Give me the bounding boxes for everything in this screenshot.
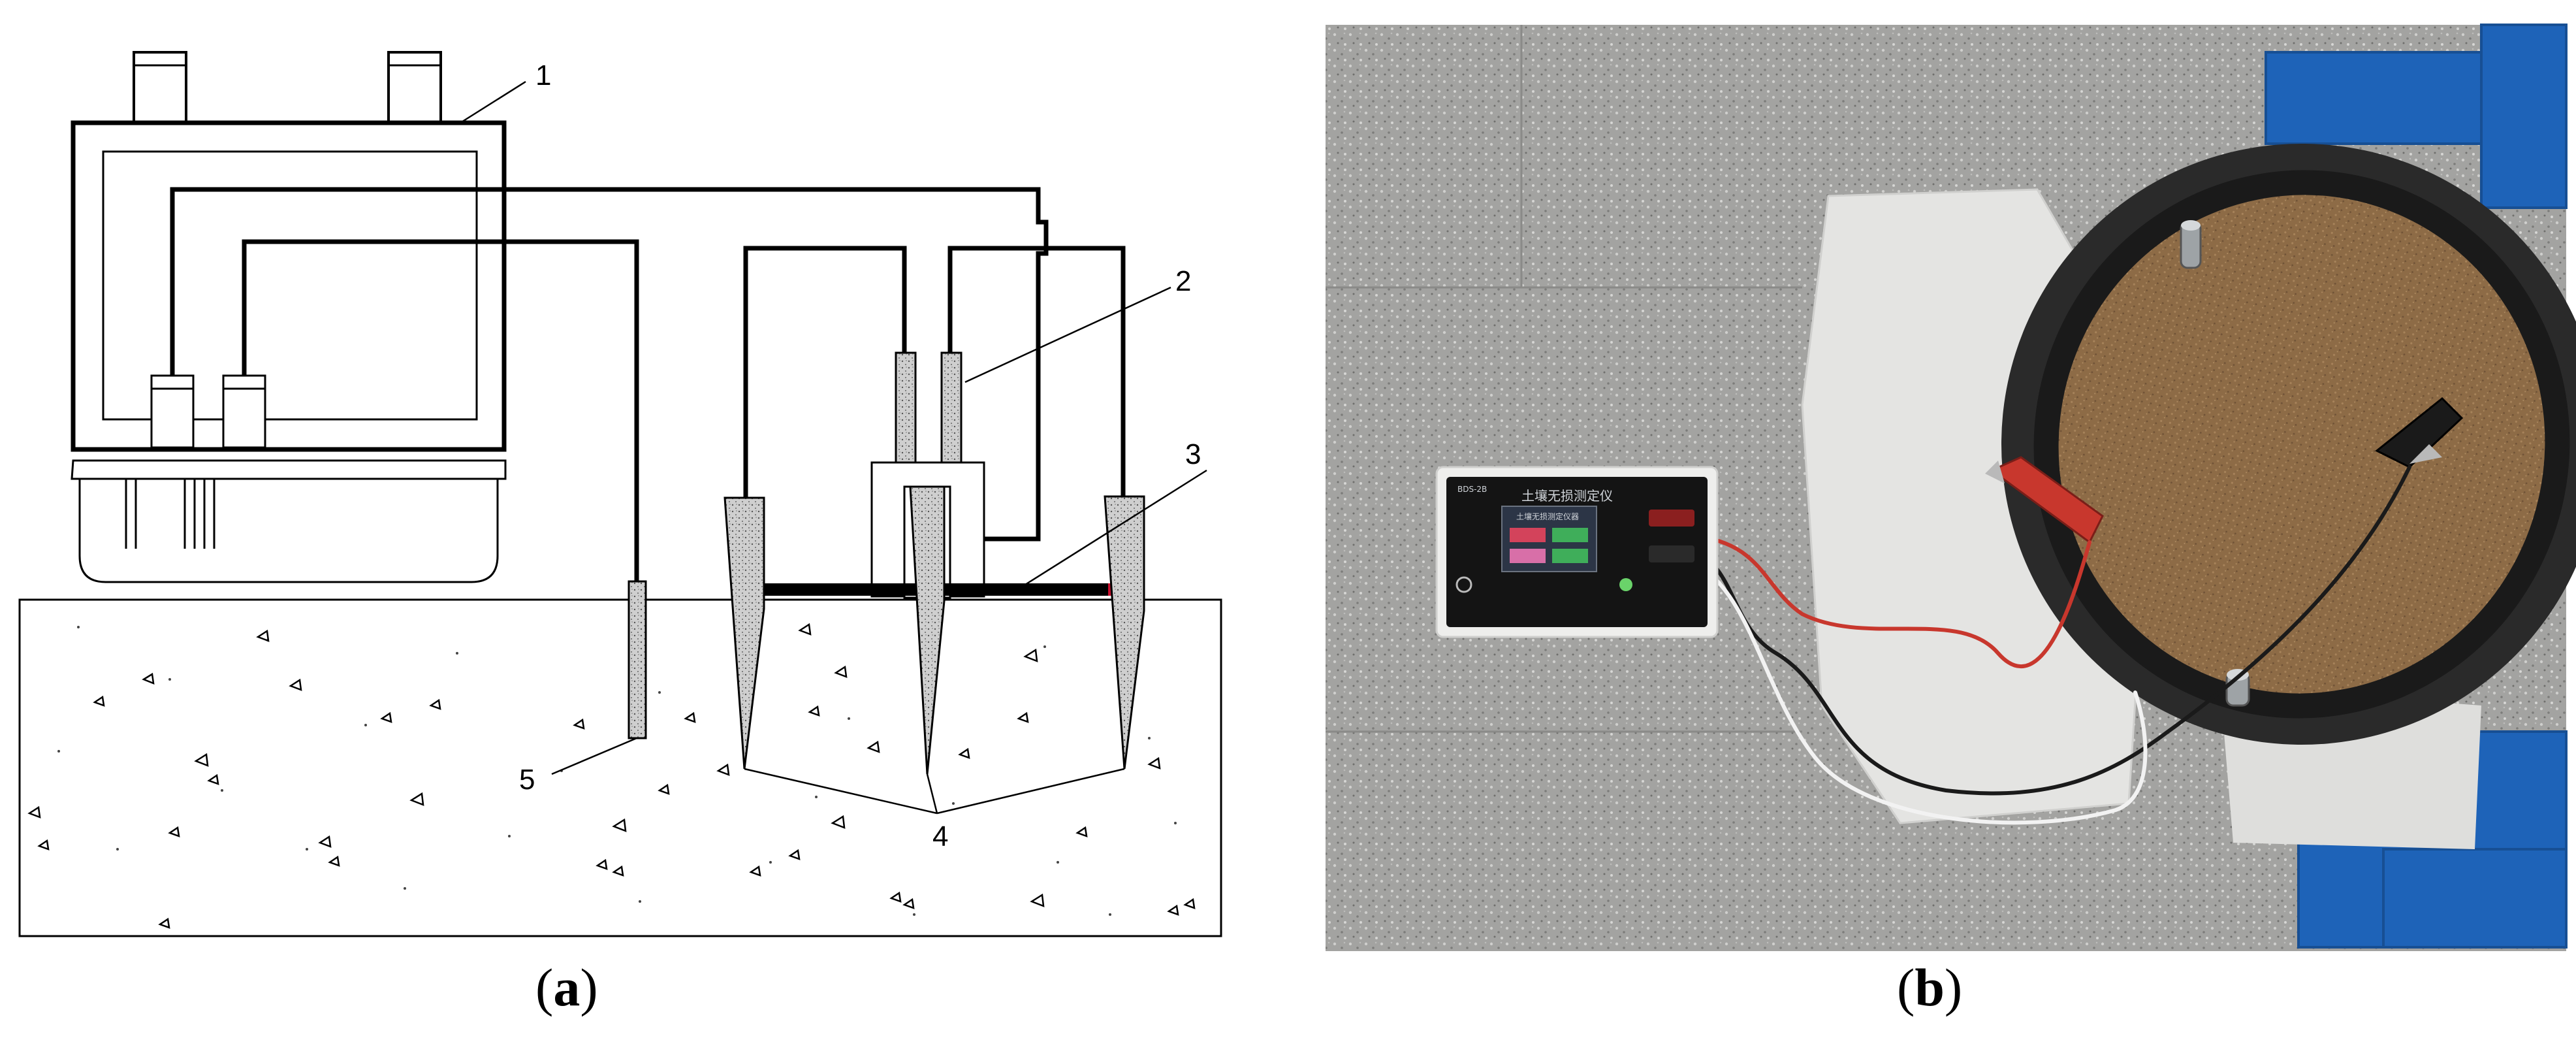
power-led (1619, 578, 1632, 591)
device-model: BDS-2B (1457, 485, 1487, 494)
screen-tile-green (1552, 528, 1588, 542)
callout-3: 3 (1185, 438, 1201, 470)
callout-2: 2 (1175, 265, 1191, 297)
leader-lines (460, 80, 1207, 815)
callout-4: 4 (932, 820, 948, 852)
callout-5: 5 (519, 764, 535, 796)
callout-1: 1 (535, 59, 551, 91)
screen-tile-red (1510, 528, 1546, 542)
floor-tile-joints (1326, 25, 1802, 733)
caption-a-close: ) (580, 958, 598, 1017)
caption-b-close: ) (1944, 958, 1963, 1017)
probe-holders (895, 351, 962, 465)
caption-b-open: ( (1897, 958, 1915, 1017)
test-leads (1689, 465, 2411, 825)
electrodes (724, 485, 1145, 775)
caption-a-open: ( (535, 958, 554, 1017)
soil-aggregates (27, 623, 1196, 929)
meter-device (71, 51, 507, 583)
black-clip (2375, 397, 2464, 468)
screen-tile-pink (1510, 549, 1546, 563)
soil-block (18, 598, 1222, 937)
caption-b-letter: b (1915, 958, 1945, 1017)
callout-labels: 1 2 3 4 5 (519, 59, 1201, 852)
caption-a: (a) (535, 957, 598, 1018)
screen-tile-green-2 (1552, 549, 1588, 563)
sand-sample (2058, 195, 2545, 694)
reference-electrode (628, 580, 647, 739)
device-screen-text: 土壤无损测定仪器 (1516, 511, 1579, 521)
red-clip (1985, 456, 2104, 544)
brand-logo (1455, 576, 1472, 593)
red-terminal (1649, 510, 1694, 527)
caption-b: (b) (1897, 957, 1962, 1018)
measuring-device: BDS-2B 土壤无损测定仪 土壤无损测定仪器 (1435, 466, 1719, 638)
black-terminal (1649, 545, 1694, 562)
panel-a-schematic: 1 2 3 4 5 (18, 51, 1222, 937)
blue-stand (2265, 24, 2568, 949)
device-title: 土壤无损测定仪 (1521, 488, 1613, 504)
caption-a-letter: a (553, 958, 580, 1017)
panel-b-photo: BDS-2B 土壤无损测定仪 土壤无损测定仪器 (1326, 24, 2576, 951)
soil-test-pipe (2001, 144, 2576, 745)
wiring (170, 187, 1126, 581)
soil-stipple (57, 626, 1177, 916)
